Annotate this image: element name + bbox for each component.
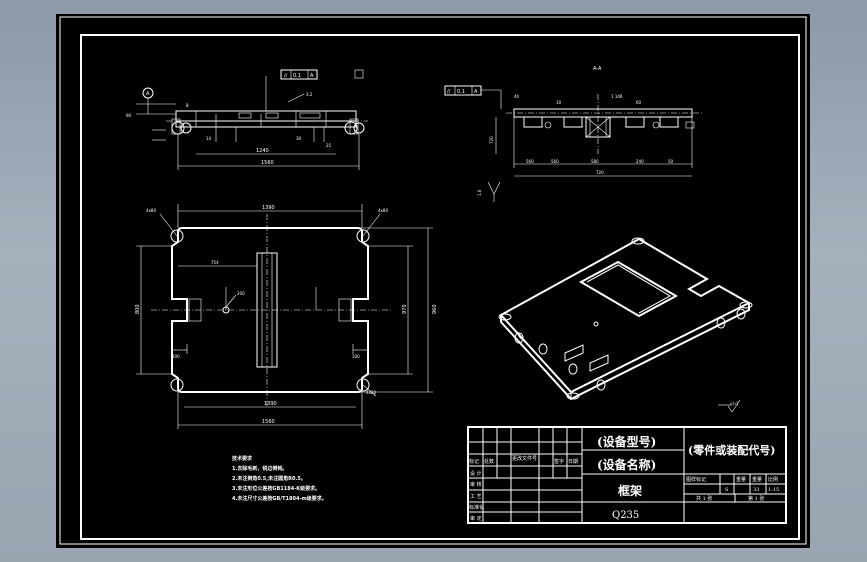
part-name: 框架 — [618, 483, 642, 498]
equipment-model: (设备型号) — [597, 434, 656, 449]
svg-text:560: 560 — [526, 159, 534, 164]
outer-border — [59, 16, 807, 545]
svg-text:50: 50 — [668, 159, 674, 164]
tech-req-2: 2.未注倒角0.5,未注圆角R0.5。 — [232, 475, 306, 482]
svg-text:1 146: 1 146 — [611, 94, 623, 99]
scale-value: 1:15 — [768, 487, 779, 493]
svg-text:4x80: 4x80 — [146, 208, 156, 213]
sheets-total: 共 1 张 — [696, 495, 712, 502]
svg-text:100: 100 — [172, 354, 180, 359]
svg-text:25: 25 — [326, 143, 332, 148]
stage-mark: S — [725, 487, 729, 493]
inner-border — [80, 34, 800, 540]
row-approve: 审 定 — [470, 515, 482, 522]
tech-req-title: 技术要求 — [232, 455, 253, 462]
svg-text:800: 800 — [135, 304, 141, 314]
tech-req-4: 4.未注尺寸公差按GB/T1804-m级要求。 — [232, 495, 327, 502]
svg-text:240: 240 — [636, 159, 644, 164]
stage-header: 图样标记 — [686, 476, 706, 483]
tolerance-top: 0.1 — [293, 73, 301, 79]
tolerance-section: 0.1 — [457, 89, 465, 95]
material: Q235 — [612, 510, 639, 521]
svg-text:754: 754 — [211, 260, 219, 265]
row-standard: 标准化 — [469, 504, 484, 511]
isometric-view — [498, 237, 753, 401]
svg-text://: // — [284, 73, 288, 79]
svg-text:720: 720 — [489, 136, 494, 144]
dim-plan-top: 1390 — [262, 205, 275, 211]
svg-text:√(√): √(√) — [730, 401, 739, 406]
rev-header-docno: 更改文件号 — [512, 455, 537, 462]
part-code: (零件或装配代号) — [688, 443, 775, 457]
svg-text:比例: 比例 — [768, 476, 778, 483]
equipment-name: (设备名称) — [597, 457, 656, 472]
tech-req-3: 3.未注形位公差按GB1184-K级要求。 — [232, 485, 320, 492]
cad-drawing: 1560 1240 // 0.1 A A 90 8 14 30 25 3.2 A… — [59, 16, 807, 545]
svg-text:1240: 1240 — [256, 148, 269, 154]
rev-header-date: 日期 — [568, 459, 578, 465]
svg-text:580: 580 — [591, 159, 599, 164]
svg-text:8: 8 — [186, 103, 189, 108]
svg-text:3.2: 3.2 — [306, 92, 313, 97]
datum-top: A — [310, 73, 314, 79]
svg-text:4x20: 4x20 — [366, 390, 376, 395]
svg-text:A: A — [146, 91, 150, 97]
rev-header-count: 处数 — [484, 458, 494, 465]
section-label: A-A — [593, 66, 602, 72]
svg-text://: // — [447, 89, 451, 95]
svg-text:200: 200 — [237, 291, 245, 296]
technical-requirements: 技术要求 1.去除毛刺，锐边倒钝。 2.未注倒角0.5,未注圆角R0.5。 3.… — [232, 455, 327, 502]
svg-text:90: 90 — [126, 113, 132, 118]
sheet-number: 第 1 张 — [748, 495, 764, 502]
svg-text:100: 100 — [352, 354, 360, 359]
svg-text:重量: 重量 — [736, 476, 746, 483]
plan-view: 1390 1560 1390 800 970 960 754 200 100 1… — [135, 204, 438, 429]
svg-text:720: 720 — [596, 170, 604, 175]
row-review: 审 核 — [470, 481, 482, 488]
svg-text:重量: 重量 — [752, 476, 762, 483]
title-block: 标记 处数 更改文件号 签字 日期 设 计 审 核 工 艺 标准化 审 定 (设… — [467, 426, 787, 524]
drawing-viewport[interactable]: 1560 1240 // 0.1 A A 90 8 14 30 25 3.2 A… — [56, 14, 810, 548]
roughness-symbol: √(√) — [718, 399, 741, 413]
svg-text:14: 14 — [206, 136, 212, 141]
dim-plan-bottom: 1560 — [262, 419, 275, 425]
svg-text:30: 30 — [296, 136, 302, 141]
dim-1560-top: 1560 — [261, 160, 274, 166]
datum-section: A — [474, 89, 478, 95]
rev-header-sign: 签字 — [554, 458, 564, 465]
svg-text:40: 40 — [514, 94, 520, 99]
svg-text:1.6: 1.6 — [477, 189, 482, 196]
svg-text:1390: 1390 — [264, 401, 277, 407]
weight-value: 33 — [753, 487, 759, 493]
svg-text:970: 970 — [402, 304, 408, 314]
svg-text:60: 60 — [636, 100, 642, 105]
elevation-view: 1560 1240 // 0.1 A A 90 8 14 30 25 3.2 — [126, 69, 368, 170]
svg-text:10: 10 — [556, 100, 562, 105]
rev-header-mark: 标记 — [469, 458, 479, 465]
row-process: 工 艺 — [470, 494, 482, 500]
row-design: 设 计 — [470, 470, 482, 477]
section-view: A-A 560 560 580 240 50 720 // 0.1 A 40 1 — [444, 66, 704, 202]
tech-req-1: 1.去除毛刺，锐边倒钝。 — [232, 465, 287, 472]
svg-text:4x80: 4x80 — [378, 208, 388, 213]
svg-text:960: 960 — [432, 304, 438, 314]
svg-text:560: 560 — [551, 159, 559, 164]
